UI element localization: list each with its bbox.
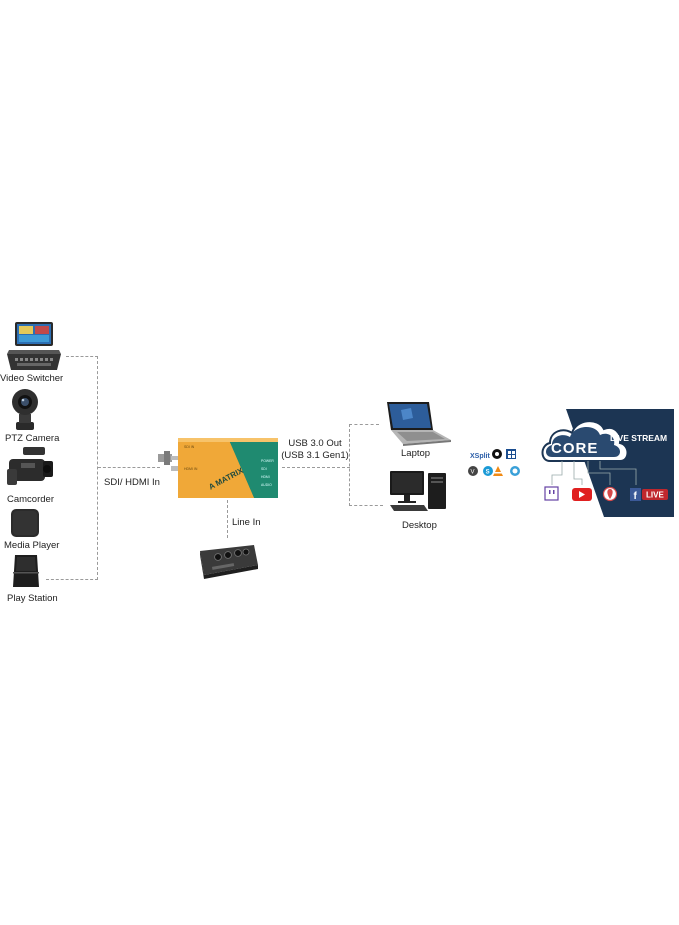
laptop-icon bbox=[383, 400, 453, 446]
usb-output-line1: USB 3.0 Out bbox=[288, 438, 342, 449]
skype-icon: S bbox=[483, 466, 493, 476]
connector-line-in bbox=[227, 500, 228, 538]
svg-text:HDMI IN: HDMI IN bbox=[184, 467, 198, 471]
facebook-live-icon: f LIVE bbox=[630, 488, 668, 502]
connector-computer-bus bbox=[349, 424, 350, 506]
line-in-label: Line In bbox=[232, 517, 261, 528]
source-label-ptz-camera: PTZ Camera bbox=[5, 433, 60, 444]
connector-usb-output bbox=[282, 467, 350, 468]
svg-text:S: S bbox=[486, 470, 490, 476]
xsplit-icon: XSplit bbox=[470, 453, 491, 460]
connector-play-station bbox=[46, 579, 98, 580]
audio-mixer-icon bbox=[196, 539, 260, 581]
source-label-play-station: Play Station bbox=[7, 593, 58, 604]
usb-output-label: USB 3.0 Out (USB 3.1 Gen1) bbox=[276, 438, 354, 462]
wirecast-icon bbox=[506, 449, 516, 459]
youtube-icon bbox=[572, 488, 592, 501]
source-label-media-player: Media Player bbox=[4, 540, 60, 551]
ptz-camera-icon bbox=[10, 386, 40, 432]
connector-laptop bbox=[349, 424, 379, 425]
svg-text:f: f bbox=[634, 491, 638, 502]
connector-video-switcher bbox=[66, 356, 98, 357]
svg-text:V: V bbox=[471, 470, 475, 476]
quicktime-icon bbox=[510, 466, 520, 476]
vlc-icon bbox=[493, 466, 503, 476]
media-player-icon bbox=[10, 508, 40, 538]
svg-text:SDI: SDI bbox=[261, 467, 267, 471]
computer-label-desktop: Desktop bbox=[402, 520, 437, 531]
svg-text:POWER: POWER bbox=[261, 459, 274, 463]
connector-input-line bbox=[98, 467, 160, 468]
live-stream-panel: CORE LIVE STREAM f LIVE bbox=[538, 405, 676, 519]
connector-desktop bbox=[349, 505, 383, 506]
camcorder-icon bbox=[5, 445, 55, 491]
usb-output-line2: (USB 3.1 Gen1) bbox=[281, 450, 349, 461]
core-logo: CORE bbox=[551, 440, 598, 457]
periscope-icon bbox=[602, 486, 618, 502]
computer-label-laptop: Laptop bbox=[401, 448, 431, 459]
connector-source-bus bbox=[97, 356, 98, 580]
obs-icon bbox=[492, 449, 502, 459]
svg-text:HDMI: HDMI bbox=[261, 475, 270, 479]
desktop-icon bbox=[388, 469, 450, 513]
play-station-icon bbox=[11, 553, 41, 589]
svg-text:AUDIO: AUDIO bbox=[261, 483, 272, 487]
input-label: SDI/ HDMI In bbox=[104, 477, 160, 488]
twitch-icon bbox=[544, 486, 559, 501]
source-label-video-switcher: Video Switcher bbox=[0, 373, 64, 384]
software-icons: XSplit V S bbox=[468, 446, 528, 478]
svg-text:XSplit: XSplit bbox=[470, 453, 491, 460]
vmix-icon: V bbox=[468, 466, 478, 476]
svg-text:LIVE: LIVE bbox=[646, 491, 664, 500]
svg-text:SDI IN: SDI IN bbox=[184, 445, 195, 449]
capture-device: SDI IN HDMI IN A MATRIX POWER SDI HDMI A… bbox=[158, 436, 280, 502]
video-switcher-icon bbox=[5, 320, 63, 372]
source-label-camcorder: Camcorder bbox=[7, 494, 54, 505]
live-stream-title: LIVE STREAM bbox=[610, 433, 667, 443]
